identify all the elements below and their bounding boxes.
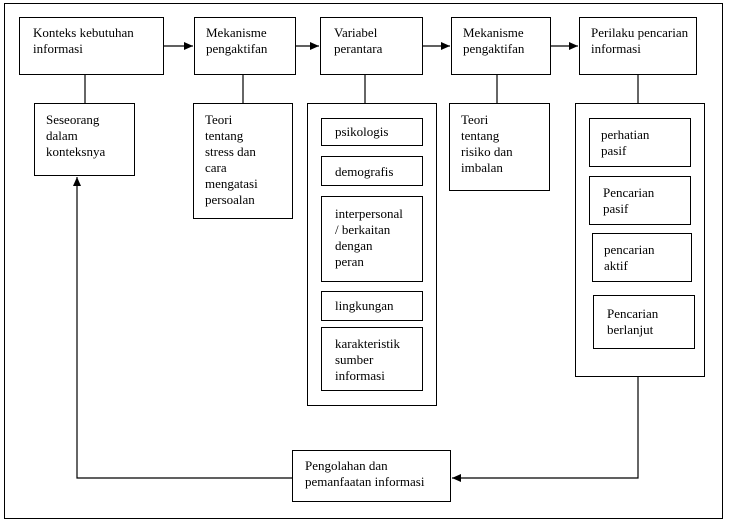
intervening-variables-box: Variabel perantara — [320, 17, 423, 75]
arrow-processing-to-person — [73, 177, 292, 479]
variable-psychological: psikologis — [321, 118, 423, 146]
search-active: pencarian aktif — [592, 233, 692, 282]
person-in-context-box: Seseorang dalam konteksnya — [34, 103, 135, 176]
context-label: Konteks kebutuhan informasi — [33, 25, 134, 56]
processing-box: Pengolahan dan pemanfaatan informasi — [292, 450, 451, 502]
variable-psychological-label: psikologis — [335, 124, 389, 139]
person-label: Seseorang dalam konteksnya — [46, 112, 106, 159]
diagram-frame — [4, 3, 723, 519]
variable-interpersonal-label: interpersonal / berkaitan dengan peran — [335, 206, 403, 269]
stress-theory-label: Teori tentang stress dan cara mengatasi … — [205, 112, 258, 207]
activation-label-1: Mekanisme pengaktifan — [206, 25, 268, 56]
activation-mechanism-box-2: Mekanisme pengaktifan — [451, 17, 551, 75]
variable-source-label: karakteristik sumber informasi — [335, 336, 400, 383]
search-ongoing: Pencarian berlanjut — [593, 295, 695, 349]
activation-mechanism-box-1: Mekanisme pengaktifan — [194, 17, 296, 75]
intervening-label: Variabel perantara — [334, 25, 383, 56]
variable-interpersonal: interpersonal / berkaitan dengan peran — [321, 196, 423, 282]
variable-demographic-label: demografis — [335, 164, 394, 179]
variable-environment-label: lingkungan — [335, 298, 394, 313]
variable-environment: lingkungan — [321, 291, 423, 321]
search-ongoing-label: Pencarian berlanjut — [607, 306, 659, 337]
variable-source-characteristics: karakteristik sumber informasi — [321, 327, 423, 391]
activation-label-2: Mekanisme pengaktifan — [463, 25, 525, 56]
risk-theory-label: Teori tentang risiko dan imbalan — [461, 112, 513, 175]
search-behavior-box: Perilaku pencarian informasi — [579, 17, 697, 75]
search-passive: Pencarian pasif — [589, 176, 691, 225]
search-active-label: pencarian aktif — [604, 242, 655, 273]
search-passive-attention-label: perhatian pasif — [601, 127, 650, 158]
search-passive-attention: perhatian pasif — [589, 118, 691, 167]
stress-theory-box: Teori tentang stress dan cara mengatasi … — [193, 103, 293, 219]
processing-label: Pengolahan dan pemanfaatan informasi — [305, 458, 425, 489]
arrow-search-to-processing — [452, 377, 639, 482]
risk-theory-box: Teori tentang risiko dan imbalan — [449, 103, 550, 191]
context-box: Konteks kebutuhan informasi — [19, 17, 164, 75]
search-passive-label: Pencarian pasif — [603, 185, 655, 216]
search-behavior-label: Perilaku pencarian informasi — [591, 25, 689, 56]
variable-demographic: demografis — [321, 156, 423, 186]
